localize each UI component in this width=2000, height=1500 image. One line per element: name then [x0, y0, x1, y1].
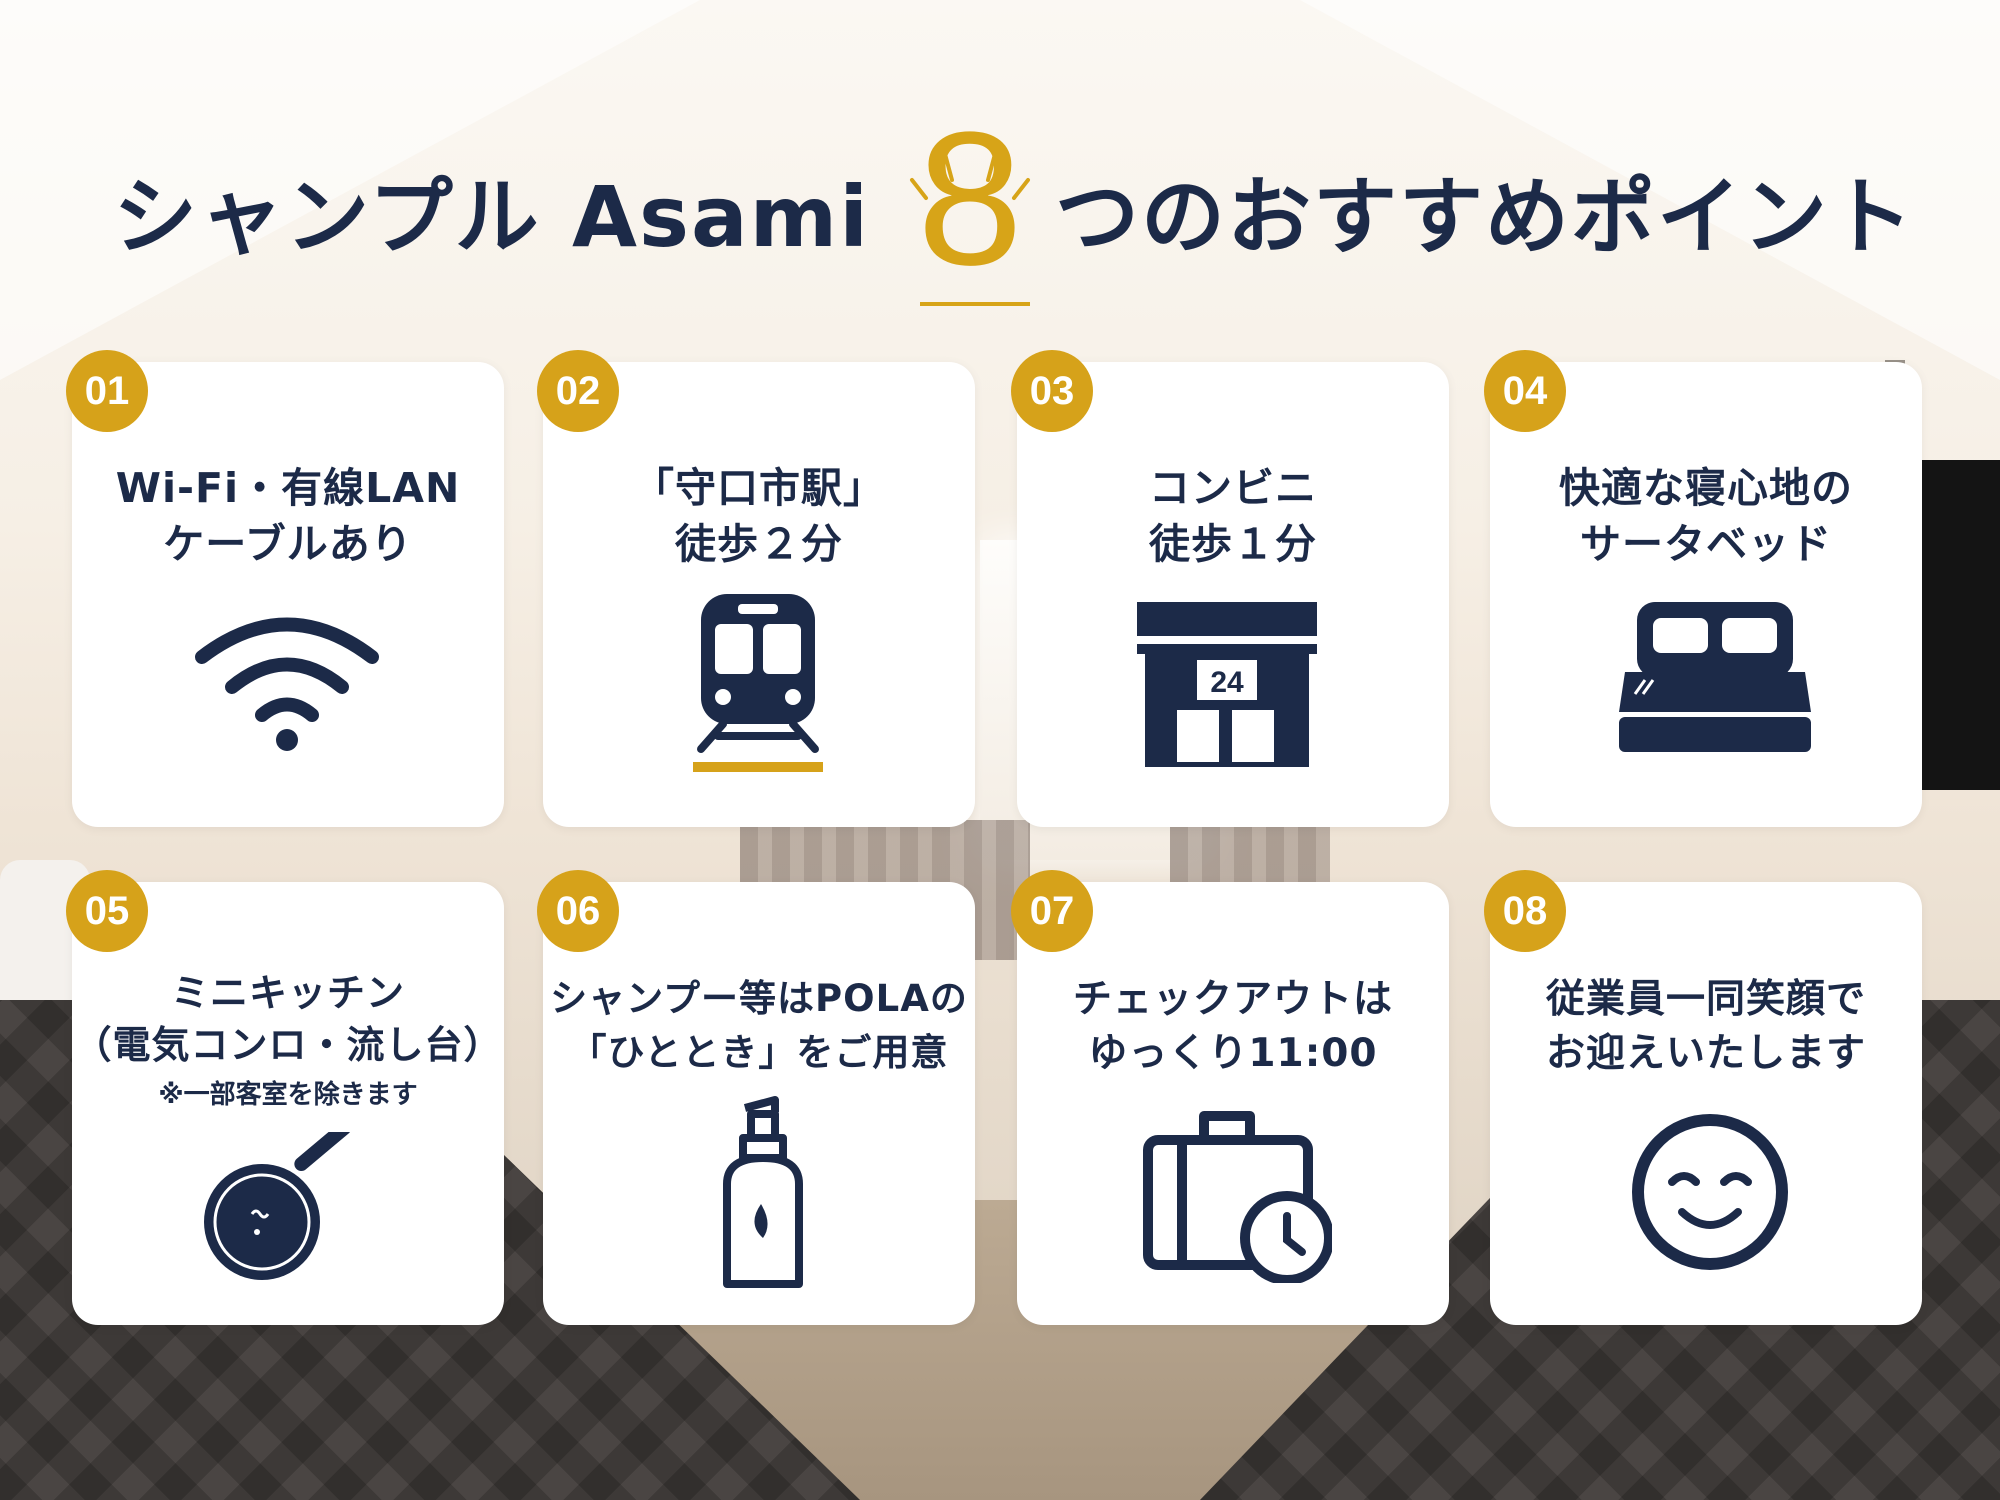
card-03: 03 コンビニ 徒歩１分 24	[1011, 350, 1449, 827]
wifi-icon	[195, 617, 379, 751]
card-line-1: シャンプー等はPOLAの	[550, 977, 968, 1020]
card-line-1: 快適な寝心地の	[1559, 464, 1853, 512]
card-06: 06 シャンプー等はPOLAの 「ひととき」をご用意	[537, 870, 975, 1325]
card-line-2: サータベッド	[1580, 520, 1832, 568]
card-08: 08 従業員一同笑顔で お迎えいたします	[1484, 870, 1922, 1325]
card-number-badge: 01	[66, 350, 148, 432]
card-line-2: （電気コンロ・流し台）	[73, 1023, 503, 1067]
title-number: 8	[917, 93, 1023, 305]
smiley-face-icon	[1632, 1114, 1788, 1270]
title-hotel-name: シャンプル Asami	[113, 168, 870, 266]
card-line-2: お迎えいたします	[1545, 1031, 1866, 1076]
card-line-1: ミニキッチン	[170, 971, 405, 1015]
card-line-2: 徒歩１分	[1149, 520, 1317, 568]
card-02: 02 「守口市駅」 徒歩２分	[537, 350, 975, 827]
title-underline	[920, 302, 1030, 306]
train-icon	[693, 594, 823, 772]
card-05: 05 ミニキッチン （電気コンロ・流し台） ※一部客室を除きます	[66, 870, 504, 1325]
suitcase-clock-icon	[1143, 1111, 1332, 1283]
card-04: 04 快適な寝心地の サータベッド	[1484, 350, 1922, 827]
card-line-1: 従業員一同笑顔で	[1545, 977, 1866, 1022]
card-line-2: ゆっくり11:00	[1088, 1031, 1378, 1076]
frying-pan-icon	[204, 1132, 352, 1280]
store-sign: 24	[1210, 666, 1244, 699]
card-line-1: コンビニ	[1149, 464, 1317, 512]
card-number-badge: 06	[537, 870, 619, 952]
card-note: ※一部客室を除きます	[158, 1080, 418, 1110]
card-07: 07 チェックアウトは ゆっくり11:00	[1011, 870, 1449, 1325]
card-number-badge: 03	[1011, 350, 1093, 432]
card-line-2: 徒歩２分	[675, 520, 843, 568]
card-number-badge: 08	[1484, 870, 1566, 952]
card-number-badge: 02	[537, 350, 619, 432]
shampoo-bottle-icon	[723, 1096, 803, 1288]
card-line-2: ケーブルあり	[163, 520, 413, 568]
page-title: シャンプル Asami 8 つのおすすめポイント	[0, 104, 2000, 294]
card-number-badge: 05	[66, 870, 148, 952]
convenience-store-icon: 24	[1137, 602, 1317, 767]
card-line-2: 「ひととき」をご用意	[569, 1031, 949, 1074]
card-line-1: チェックアウトは	[1072, 977, 1393, 1022]
card-number-badge: 07	[1011, 870, 1093, 952]
card-number-badge: 04	[1484, 350, 1566, 432]
card-01: 01 Wi-Fi・有線LAN ケーブルあり	[66, 350, 504, 827]
sparkle-rays-icon	[910, 152, 1030, 200]
bed-icon	[1619, 602, 1811, 752]
card-line-1: Wi-Fi・有線LAN	[115, 464, 461, 512]
title-subtitle: つのおすすめポイント	[1055, 168, 1916, 266]
card-line-1: 「守口市駅」	[633, 464, 885, 512]
